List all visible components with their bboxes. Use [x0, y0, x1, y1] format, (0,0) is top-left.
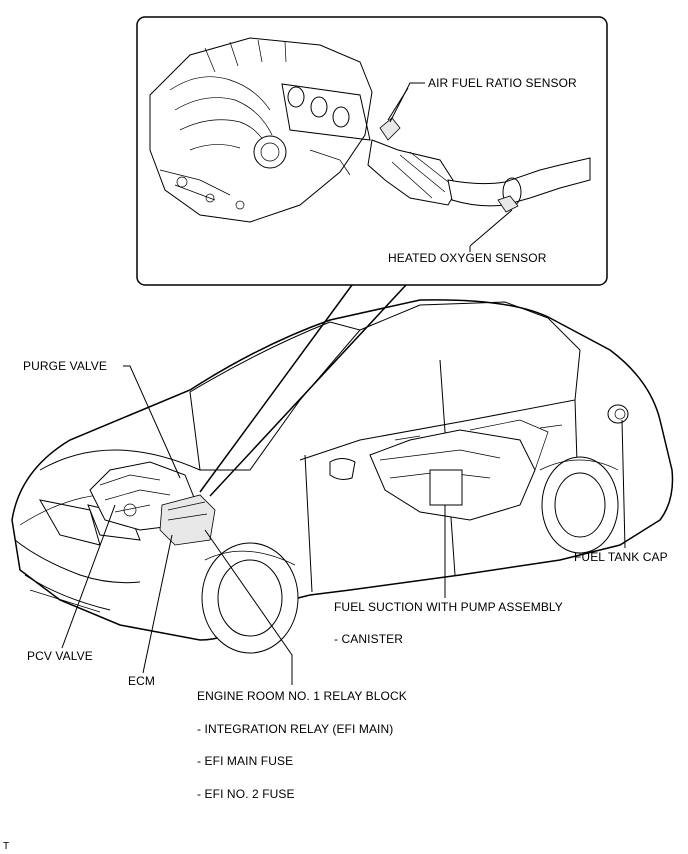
- label-efi-no2-fuse: - EFI NO. 2 FUSE: [197, 787, 295, 801]
- label-fuel-suction-pump: FUEL SUCTION WITH PUMP ASSEMBLY: [334, 600, 563, 614]
- fuel-tank-illustration: [369, 419, 549, 521]
- car-illustration: [11, 299, 674, 654]
- leader-lines: [61, 82, 626, 685]
- label-engine-room-relay-block: ENGINE ROOM NO. 1 RELAY BLOCK: [197, 689, 407, 703]
- label-efi-main-fuse: - EFI MAIN FUSE: [197, 754, 294, 768]
- label-fuel-tank-cap: FUEL TANK CAP: [574, 550, 668, 564]
- label-purge-valve: PURGE VALVE: [23, 359, 108, 373]
- label-canister: - CANISTER: [334, 632, 404, 646]
- corner-mark: T: [3, 841, 10, 852]
- label-ecm: ECM: [128, 674, 155, 688]
- label-pcv-valve: PCV VALVE: [27, 649, 93, 663]
- car-engine-bay: [89, 461, 216, 546]
- label-air-fuel-ratio-sensor: AIR FUEL RATIO SENSOR: [428, 76, 577, 90]
- engine-inset-box: [136, 16, 608, 286]
- label-integration-relay: - INTEGRATION RELAY (EFI MAIN): [197, 722, 394, 736]
- label-heated-oxygen-sensor: HEATED OXYGEN SENSOR: [388, 251, 547, 265]
- inset-engine-illustration: [149, 37, 591, 247]
